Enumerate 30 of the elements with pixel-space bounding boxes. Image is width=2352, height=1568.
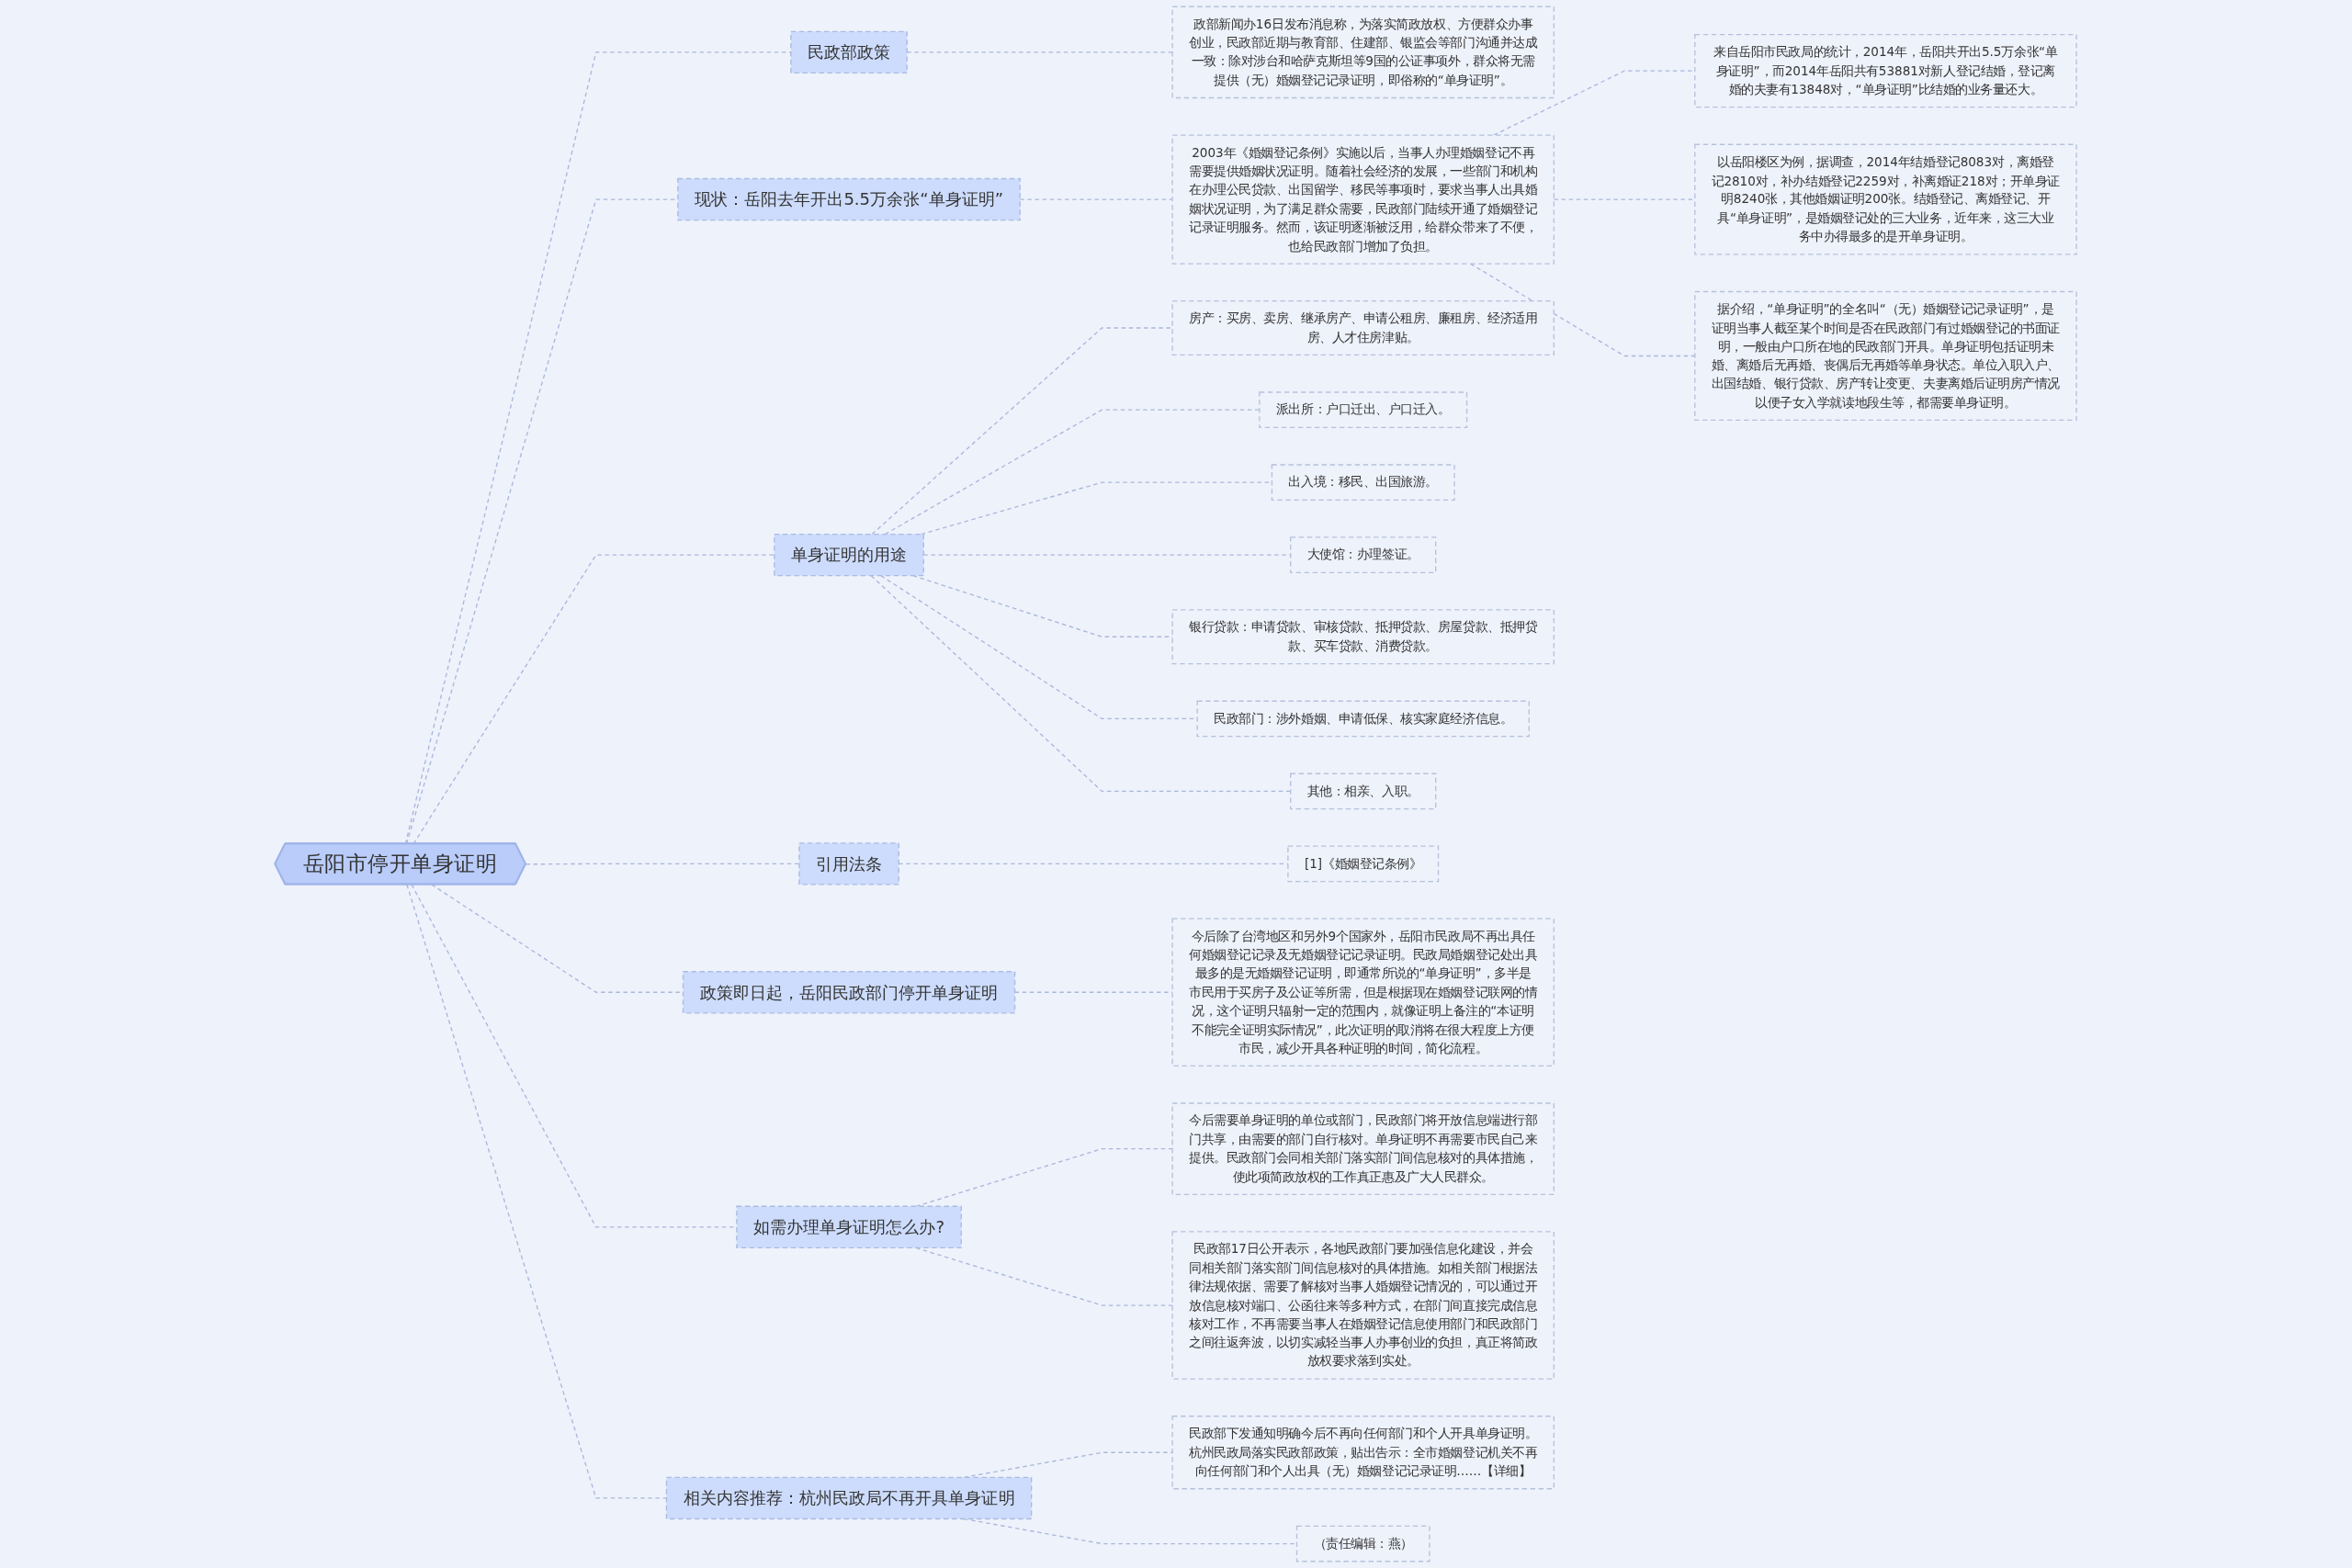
node-box: 以岳阳楼区为例，据调查，2014年结婚登记8083对，离婚登记2810对，补办结婚登记2259对，补离婚证218对；开单身证明8240张，其他婚姻证明200张。结婚登记、离婚登记、开具“单身证明”，是婚姻登记处的三大业务，近年来，这三大业务中办得最多的是开单身证明。 xyxy=(1694,143,2078,255)
connector xyxy=(413,554,775,845)
node-box: 其他：相亲、入职。 xyxy=(1290,773,1437,810)
connector xyxy=(885,409,1261,536)
connector xyxy=(1470,263,1696,357)
node-box: 派出所：户口迁出、户口迁入。 xyxy=(1259,391,1468,428)
node-box: （责任编辑：燕） xyxy=(1296,1525,1430,1562)
node-box: 民政部政策 xyxy=(790,30,909,74)
node-box: 民政部下发通知明确今后不再向任何部门和个人开具单身证明。杭州民政局落实民政部政策，贴出告示：全市婚姻登记机关不再向任何部门和个人出具（无）婚姻登记记录证明……【详细】 xyxy=(1171,1416,1555,1490)
node-box: 房产：买房、卖房、继承房产、申请公租房、廉租房、经济适用房、人才住房津贴。 xyxy=(1171,300,1555,356)
node-box: [1]《婚姻登记条例》 xyxy=(1287,845,1440,883)
connector xyxy=(526,863,800,865)
connector xyxy=(870,575,1292,793)
node-box: 相关内容推荐：杭州民政局不再开具单身证明 xyxy=(666,1476,1033,1520)
node-box: 现状：岳阳去年开出5.5万余张“单身证明” xyxy=(677,177,1022,221)
node-box: 民政部17日公开表示，各地民政部门要加强信息化建设，并会同相关部门落实部门间信息核对的具体措施。如相关部门根据法律法规依据、需要了解核对当事人婚姻登记情况的，可以通过开放信息核对端口、公函往来等多种方式，在部门间直接完成信息核对工作，不再需要当事人在婚姻登记信息使用部门和民政部门之间往返奔波，以切实减轻当事人办事创业的负担，真正将简政放权要求落到实处。 xyxy=(1171,1231,1555,1380)
node-box: 今后需要单身证明的单位或部门，民政部门将开放信息端进行部门共享，由需要的部门自行核对。单身证明不再需要市民自己来提供。民政部门会同相关部门落实部门间信息核对的具体措施，使此项简政放权的工作真正惠及广大人民群众。 xyxy=(1171,1102,1555,1195)
node-box: 今后除了台湾地区和另外9个国家外，岳阳市民政局不再出具任何婚姻登记记录及无婚姻登记记录证明。民政局婚姻登记处出具最多的是无婚姻登记证明，即通常所说的“单身证明”，多半是市民用于买房子及公证等所需，但是根据现在婚姻登记联网的情况，这个证明只辐射一定的范围内，就像证明上备注的“本证明不能完全证明实际情况”，此次证明的取消将在很大程度上方便市民，减少开具各种证明的时间，简化流程。 xyxy=(1171,918,1555,1067)
node-box: 出入境：移民、出国旅游。 xyxy=(1272,464,1456,501)
node-box: 来自岳阳市民政局的统计，2014年，岳阳共开出5.5万余张“单身证明”，而2014年岳阳共有53881对新人登记结婚，登记离婚的夫妻有13848对，“单身证明”比结婚的业务量还大。 xyxy=(1694,34,2078,108)
node-box: 政策即日起，岳阳民政部门停开单身证明 xyxy=(683,971,1016,1014)
node-box: 如需办理单身证明怎么办? xyxy=(736,1205,963,1249)
node-box: 大使馆：办理签证。 xyxy=(1290,536,1437,573)
node-box: 单身证明的用途 xyxy=(774,533,925,577)
node-box: 2003年《婚姻登记条例》实施以后，当事人办理婚姻登记不再需要提供婚姻状况证明。随着社会经济的发展，一些部门和机构在办理公民贷款、出国留学、移民等事项时，要求当事人出具婚姻状况证明，为了满足群众需要，民政部门陆续开通了婚姻登记记录证明服务。然而，该证明逐渐被泛用，给群众带来了不便，也给民政部门增加了负担。 xyxy=(1171,134,1555,265)
node-box: 政部新闻办16日发布消息称，为落实简政放权、方便群众办事创业，民政部近期与教育部、住建部、银监会等部门沟通并达成一致：除对涉台和哈萨克斯坦等9国的公证事项外，群众将无需提供（无）婚姻登记记录证明，即俗称的“单身证明”。 xyxy=(1171,6,1555,99)
node-box: 引用法条 xyxy=(798,842,900,886)
node-box: 民政部门：涉外婚姻、申请低保、核实家庭经济信息。 xyxy=(1196,700,1531,738)
node-box: 据介绍，“单身证明”的全名叫“（无）婚姻登记记录证明”，是证明当事人截至某个时间是否在民政部门有过婚姻登记的书面证明，一般由户口所在地的民政部门开具。单身证明包括证明未婚、离婚后无再婚、丧偶后无再婚等单身状态。单位入职入户、出国结婚、银行贷款、房产转让变更、夫妻离婚后证明房产情况以便子女入学就读地段生等，都需要单身证明。 xyxy=(1694,290,2078,422)
node-box: 银行贷款：申请贷款、审核贷款、抵押贷款、房屋贷款、抵押贷款、买车贷款、消费贷款。 xyxy=(1171,609,1555,665)
